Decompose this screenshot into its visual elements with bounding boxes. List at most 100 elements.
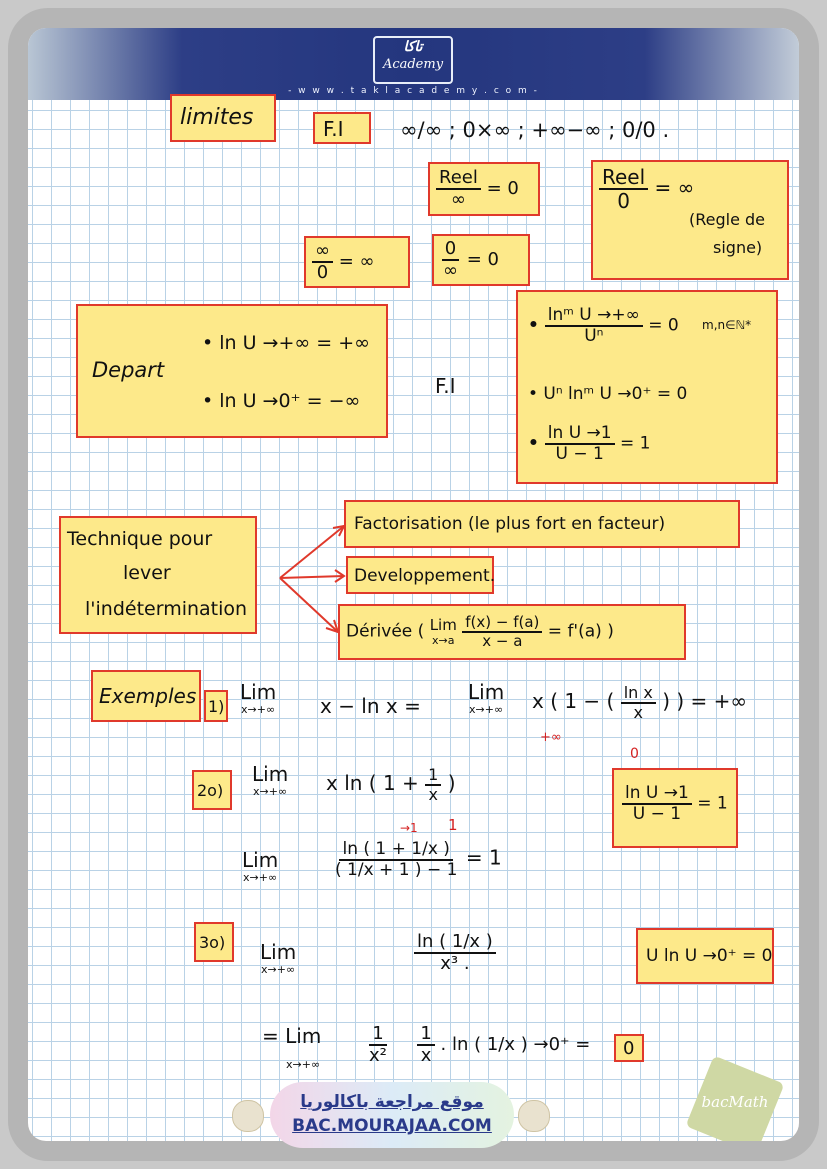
technique-line-3: l'indétermination bbox=[85, 598, 248, 620]
ex3-result-box: 0 bbox=[614, 1034, 644, 1062]
example-1-number-box: 1) bbox=[204, 690, 228, 722]
technique-box: Technique pour lever l'indétermination bbox=[59, 516, 257, 634]
footer-logo-right bbox=[518, 1100, 550, 1132]
fi-line3-result: = 1 bbox=[620, 433, 651, 454]
sign-rule-note-1: (Regle de bbox=[689, 210, 766, 229]
ex1-annotation-zero: 0 bbox=[630, 746, 639, 762]
example-3-number: 3o) bbox=[199, 933, 226, 952]
ex1-expr-part-b: ) ) = +∞ bbox=[662, 689, 748, 714]
infinity-over-zero-num: ∞ bbox=[312, 241, 333, 263]
limits-title: limites bbox=[180, 105, 254, 130]
depart-line-1: • ln U →+∞ = +∞ bbox=[202, 332, 370, 354]
ex2-step-lim: Lim bbox=[242, 848, 279, 872]
ex1-sub: x→+∞ bbox=[241, 703, 276, 716]
footer-site-link[interactable]: BAC.MOURAJAA.COM bbox=[292, 1116, 492, 1136]
infinity-over-zero-box: ∞0 = ∞ bbox=[304, 236, 410, 288]
ex2-box-result: = 1 bbox=[697, 793, 728, 814]
derivee-lim: Lim bbox=[429, 615, 457, 634]
ex3-step-a-num: 1 bbox=[369, 1024, 387, 1046]
ex2-annotation-top: →1 bbox=[400, 821, 418, 835]
ex1-lim: Lim bbox=[240, 680, 277, 704]
real-over-infinity-den: ∞ bbox=[450, 188, 466, 210]
example-2-number-box: 2o) bbox=[192, 770, 232, 810]
ex3-step-a-den: x² bbox=[369, 1044, 387, 1066]
fi-line1-note: m,n∈ℕ* bbox=[702, 318, 752, 332]
ex2-step-den: ( 1/x + 1 ) − 1 bbox=[335, 859, 458, 880]
header-url: - w w w . t a k l a c a d e m y . c o m … bbox=[288, 86, 539, 96]
ex3-step-c: . ln ( 1/x ) →0⁺ = bbox=[440, 1033, 591, 1055]
factorisation-label: Factorisation (le plus fort en facteur) bbox=[354, 514, 666, 534]
example-2-number: 2o) bbox=[197, 781, 224, 800]
real-over-infinity-result: = 0 bbox=[486, 177, 519, 199]
technique-line-1: Technique pour bbox=[67, 528, 213, 550]
ex1-sub-2: x→+∞ bbox=[469, 703, 504, 716]
ex1-frac-den: x bbox=[633, 702, 644, 722]
real-over-zero-num: Reel bbox=[599, 166, 649, 190]
zero-over-infinity-box: 0∞ = 0 bbox=[432, 234, 530, 286]
ex1-expr-part-a: x ( 1 − ( bbox=[532, 689, 615, 714]
real-over-infinity-num: Reel bbox=[436, 168, 481, 190]
derivee-result: = f'(a) ) bbox=[547, 621, 614, 642]
worksheet-page: تاكا Academy - w w w . t a k l a c a d e… bbox=[28, 28, 799, 1141]
ex2-step-sub: x→+∞ bbox=[243, 871, 278, 884]
fi-line1-num: lnᵐ U →+∞ bbox=[544, 306, 643, 327]
arrow-to-developpement bbox=[279, 575, 345, 579]
real-over-zero-result: = ∞ bbox=[654, 175, 695, 200]
examples-title: Exemples bbox=[99, 684, 197, 708]
factorisation-box: Factorisation (le plus fort en facteur) bbox=[344, 500, 740, 548]
developpement-label: Developpement. bbox=[354, 566, 496, 586]
derivee-label: Dérivée ( bbox=[346, 621, 425, 642]
limits-title-box: limites bbox=[170, 94, 276, 142]
ex2-expr-end: ) bbox=[447, 771, 456, 796]
ex3-step-prefix: = Lim bbox=[262, 1024, 322, 1048]
academy-logo: تاكا Academy bbox=[373, 36, 453, 84]
footer-arabic-title[interactable]: موقع مراجعة باكالوريا bbox=[300, 1092, 484, 1112]
ex2-sub: x→+∞ bbox=[253, 785, 288, 798]
ex3-result: 0 bbox=[623, 1038, 635, 1059]
developpement-box: Developpement. bbox=[346, 556, 496, 594]
ex3-step-b-den: x bbox=[420, 1044, 432, 1066]
ex2-annotation: 1 bbox=[448, 816, 458, 834]
example-1-number: 1) bbox=[208, 697, 225, 716]
infinity-over-zero-den: 0 bbox=[316, 261, 329, 283]
header-banner: تاكا Academy - w w w . t a k l a c a d e… bbox=[28, 28, 799, 100]
depart-line-2: • ln U →0⁺ = −∞ bbox=[202, 390, 361, 412]
ex3-sub: x→+∞ bbox=[261, 963, 296, 976]
technique-line-2: lever bbox=[123, 562, 171, 584]
fi-line2: • Uⁿ lnᵐ U →0⁺ = 0 bbox=[528, 384, 688, 404]
ex3-step-b-num: 1 bbox=[417, 1024, 435, 1046]
example-3-number-box: 3o) bbox=[194, 922, 234, 962]
sign-rule-note-2: signe) bbox=[713, 238, 763, 257]
real-over-infinity-box: Reel∞ = 0 bbox=[428, 162, 540, 216]
zero-over-infinity-den: ∞ bbox=[443, 259, 458, 281]
ex1-frac-num: ln x bbox=[620, 684, 656, 704]
ex3-frac-den: x³ . bbox=[440, 952, 470, 974]
logo-top-text: تاكا bbox=[403, 39, 423, 55]
ex2-box-den: U − 1 bbox=[632, 803, 682, 824]
fi-line3-den: U − 1 bbox=[555, 443, 604, 464]
fi-label-box: F.I bbox=[313, 112, 371, 144]
depart-box: Depart • ln U →+∞ = +∞ • ln U →0⁺ = −∞ bbox=[76, 304, 388, 438]
bacmath-badge-text: bacMath bbox=[701, 1093, 769, 1111]
zero-over-infinity-num: 0 bbox=[441, 239, 460, 261]
indeterminate-forms: ∞/∞ ; 0×∞ ; +∞−∞ ; 0/0 . bbox=[400, 118, 670, 142]
real-over-zero-den: 0 bbox=[617, 189, 630, 213]
ex2-step-num: ln ( 1 + 1/x ) bbox=[339, 840, 453, 861]
infinity-over-zero-result: = ∞ bbox=[338, 250, 375, 272]
ex3-step-sub: x→+∞ bbox=[286, 1058, 321, 1071]
ex1-lim-2: Lim bbox=[468, 680, 505, 704]
fi-line1-result: = 0 bbox=[648, 315, 679, 336]
derivee-den: x − a bbox=[482, 631, 523, 650]
ex3-box-text: U ln U →0⁺ = 0 bbox=[646, 946, 773, 966]
u-ln-u-box: U ln U →0⁺ = 0 bbox=[636, 928, 774, 984]
ex2-expr: x ln ( 1 + bbox=[326, 771, 419, 796]
fi-line1-den: Uⁿ bbox=[584, 325, 604, 346]
footer-site-pill[interactable]: موقع مراجعة باكالوريا BAC.MOURAJAA.COM bbox=[270, 1082, 514, 1148]
zero-over-infinity-result: = 0 bbox=[466, 248, 499, 270]
derivee-num: f(x) − f(a) bbox=[462, 614, 543, 633]
arrow-to-factorisation bbox=[279, 525, 345, 579]
depart-title: Depart bbox=[92, 358, 165, 382]
